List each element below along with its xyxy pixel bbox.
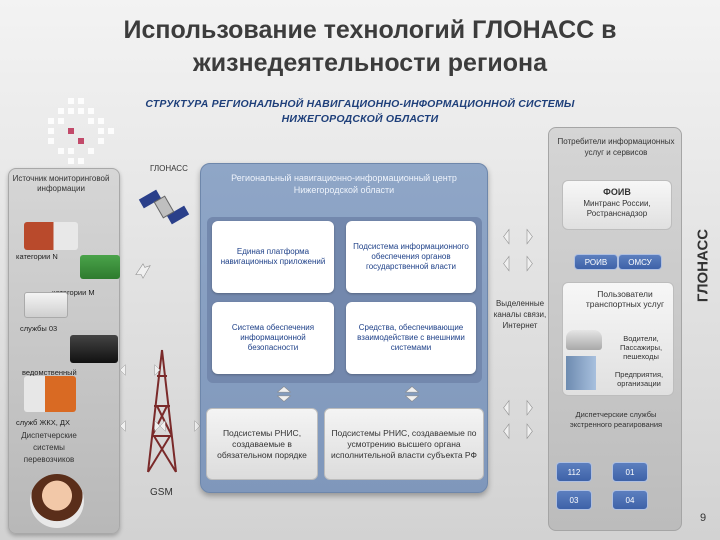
car-image: [566, 330, 602, 350]
emergency-dispatch-label: Диспетчерские службы экстренного реагиро…: [569, 410, 663, 429]
users-orgs-text: Предприятия, организации: [614, 370, 664, 388]
code-04: 04: [612, 490, 648, 510]
glonass-satellite-label: ГЛОНАСС: [150, 164, 188, 173]
double-arrow-icon-2: [120, 420, 160, 432]
slide-title: Использование технологий ГЛОНАСС в жизне…: [123, 16, 617, 77]
left-panel-header: Источник мониторинговой информации: [12, 174, 110, 193]
satellite-icon: [138, 189, 190, 225]
vehicle-label-category-m: категории M: [52, 288, 95, 297]
glonass-side-label: ГЛОНАСС: [688, 205, 716, 335]
center-title: Региональный навигационно-информационный…: [231, 173, 457, 195]
bus-image: [80, 255, 120, 279]
foiv-box: ФОИВ Минтранс России, Ространснадзор: [562, 180, 672, 230]
vehicle-label-emergency: службы 03: [20, 324, 58, 333]
glonass-side-text: ГЛОНАСС: [694, 228, 712, 303]
channel-arrows-icon-2: [503, 399, 533, 440]
subtitle-line-1: СТРУКТУРА РЕГИОНАЛЬНОЙ НАВИГАЦИОННО-ИНФО…: [145, 98, 575, 110]
channels-label: Выделенные каналы связи, Интернет: [493, 299, 547, 330]
suv-image: [70, 335, 118, 363]
slide-subtitle: СТРУКТУРА РЕГИОНАЛЬНОЙ НАВИГАЦИОННО-ИНФО…: [110, 97, 610, 127]
buildings-image: [566, 356, 596, 390]
box-government-info: Подсистема информационного обеспечения о…: [346, 221, 476, 293]
channel-arrows-icon: [503, 228, 533, 272]
subtitle-line-2: НИЖЕГОРОДСКОЙ ОБЛАСТИ: [281, 113, 439, 125]
vehicle-label-category-n: категории N: [16, 252, 58, 261]
ambulance-image: [24, 292, 68, 318]
box-security-system: Система обеспечения информационной безоп…: [212, 302, 334, 374]
users-title: Пользователи транспортных услуг: [585, 289, 665, 309]
arrow-left-right-icon: [135, 263, 151, 279]
omsu-badge: ОМСУ: [618, 254, 662, 270]
vehicle-label-departmental: ведомственный: [22, 368, 77, 377]
tanker-truck-image: [24, 222, 78, 250]
up-down-arrow-icon-2: [404, 386, 420, 402]
roiv-badge: РОИВ: [574, 254, 618, 270]
subsystem-mandatory-box: Подсистемы РНИС, создаваемые в обязатель…: [206, 408, 318, 480]
box-external-interaction: Средства, обеспечивающие взаимодействие …: [346, 302, 476, 374]
consumers-header: Потребители информационных услуг и серви…: [557, 137, 675, 157]
gsm-tower-icon: [147, 349, 177, 473]
dispatch-systems-label: Диспетчерские системы перевозчиков: [21, 431, 77, 464]
subsystem-discretionary-box: Подсистемы РНИС, создаваемые по усмотрен…: [324, 408, 484, 480]
foiv-title: ФОИВ: [603, 187, 631, 197]
box-unified-platform: Единая платформа навигационных приложени…: [212, 221, 334, 293]
up-down-arrow-icon: [276, 386, 292, 402]
code-112: 112: [556, 462, 592, 482]
double-arrow-icon-3: [160, 420, 200, 432]
foiv-text: Минтранс России, Ространснадзор: [583, 199, 651, 218]
operator-photo: [30, 474, 84, 528]
page-number: 9: [700, 512, 707, 524]
users-drivers-text: Водители, Пассажиры, пешеходы: [619, 334, 663, 361]
double-arrow-icon: [120, 364, 160, 376]
utility-truck-image: [24, 376, 76, 412]
code-03: 03: [556, 490, 592, 510]
gsm-label: GSM: [150, 487, 173, 498]
vehicle-label-utilities: служб ЖКХ, ДХ: [16, 418, 70, 427]
code-01: 01: [612, 462, 648, 482]
dot-pattern-logo: [48, 98, 114, 164]
